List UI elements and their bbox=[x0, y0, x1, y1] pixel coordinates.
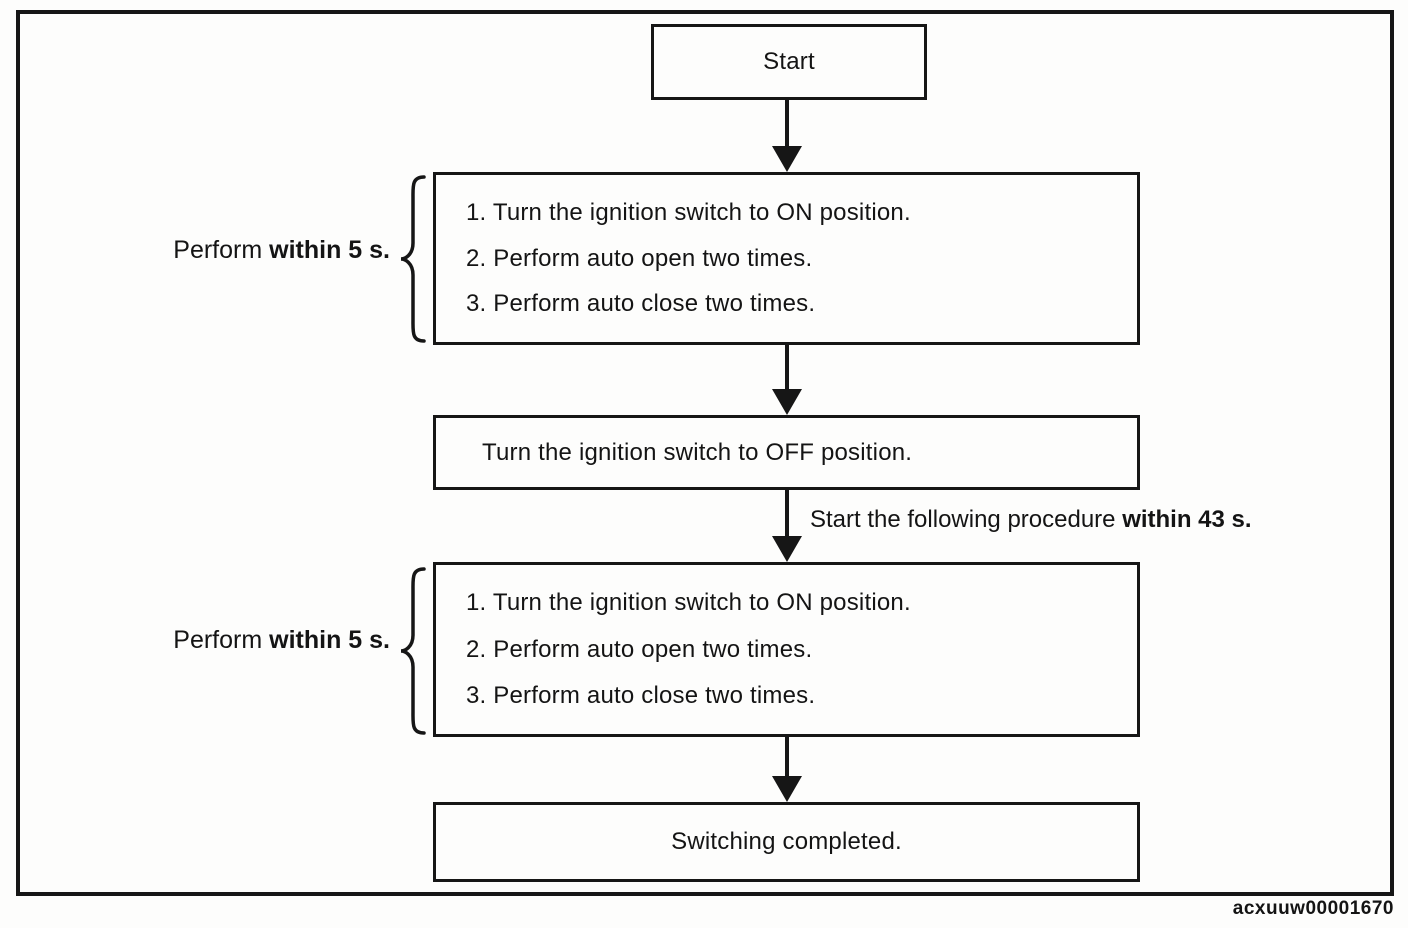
timing-label-1: Perform within 5 s. bbox=[100, 236, 390, 265]
timing-label-bold: within 5 s. bbox=[269, 626, 390, 654]
diagram-border bbox=[16, 10, 1394, 896]
arrow-stem bbox=[785, 737, 789, 780]
arrow-down-icon bbox=[772, 776, 802, 802]
step-line: 3. Perform auto close two times. bbox=[466, 681, 816, 709]
procedure-timing-text: Start the following procedure bbox=[810, 506, 1123, 533]
flow-arrow-3 bbox=[772, 490, 802, 562]
figure-code: acxuuw00001670 bbox=[1232, 898, 1394, 919]
step-line: 1. Turn the ignition switch to ON positi… bbox=[466, 589, 911, 617]
step-line: 2. Perform auto open two times. bbox=[466, 635, 813, 663]
step-line: 2. Perform auto open two times. bbox=[466, 244, 813, 272]
brace-icon bbox=[400, 175, 426, 343]
flow-arrow-1 bbox=[772, 100, 802, 172]
node-ignition-off: Turn the ignition switch to OFF position… bbox=[433, 415, 1140, 490]
node-procedure-1: 1. Turn the ignition switch to ON positi… bbox=[433, 172, 1140, 345]
node-ignition-off-label: Turn the ignition switch to OFF position… bbox=[482, 438, 913, 466]
procedure-timing-label: Start the following procedure within 43 … bbox=[810, 506, 1252, 534]
timing-label-text: Perform bbox=[173, 626, 270, 654]
timing-label-2: Perform within 5 s. bbox=[100, 626, 390, 655]
procedure-timing-bold: within 43 s. bbox=[1122, 506, 1252, 533]
arrow-stem bbox=[785, 490, 789, 540]
node-procedure-2: 1. Turn the ignition switch to ON positi… bbox=[433, 562, 1140, 737]
node-completed-label: Switching completed. bbox=[671, 828, 902, 855]
flow-arrow-2 bbox=[772, 345, 802, 415]
node-start-label: Start bbox=[763, 48, 815, 75]
timing-label-text: Perform bbox=[173, 236, 270, 264]
node-start: Start bbox=[651, 24, 927, 100]
step-line: 3. Perform auto close two times. bbox=[466, 290, 816, 318]
arrow-down-icon bbox=[772, 389, 802, 415]
arrow-stem bbox=[785, 345, 789, 393]
timing-label-bold: within 5 s. bbox=[269, 236, 390, 264]
arrow-stem bbox=[785, 100, 789, 150]
brace-icon bbox=[400, 567, 426, 735]
step-line: 1. Turn the ignition switch to ON positi… bbox=[466, 198, 911, 226]
node-completed: Switching completed. bbox=[433, 802, 1140, 882]
flow-arrow-4 bbox=[772, 737, 802, 802]
arrow-down-icon bbox=[772, 146, 802, 172]
arrow-down-icon bbox=[772, 536, 802, 562]
